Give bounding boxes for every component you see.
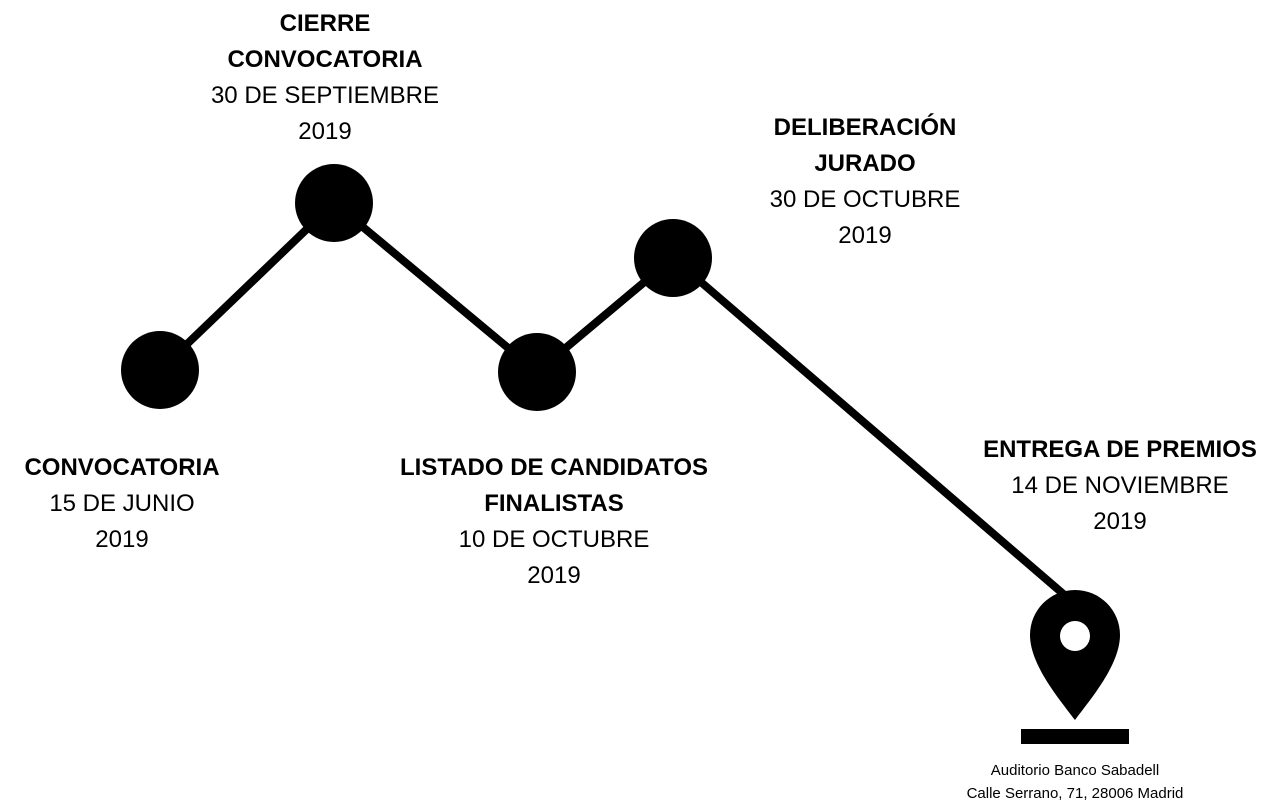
milestone-date: 30 DE SEPTIEMBRE bbox=[210, 82, 440, 109]
pin-base-bar bbox=[1021, 729, 1129, 744]
milestone-node-deliberacion bbox=[634, 219, 712, 297]
connector-cierre-listado bbox=[330, 199, 541, 376]
milestone-title: CIERRE CONVOCATORIA bbox=[227, 10, 423, 73]
venue-info: Auditorio Banco Sabadell Calle Serrano, … bbox=[900, 759, 1250, 805]
milestone-node-cierre bbox=[295, 164, 373, 242]
milestone-node-convocatoria bbox=[121, 331, 199, 409]
milestone-deliberacion: DELIBERACIÓN JURADO 30 DE OCTUBRE 2019 bbox=[740, 110, 990, 254]
milestone-year: 2019 bbox=[1093, 508, 1147, 535]
venue-address: Calle Serrano, 71, 28006 Madrid bbox=[966, 785, 1184, 802]
milestone-title: CONVOCATORIA bbox=[24, 454, 220, 481]
milestone-date: 30 DE OCTUBRE bbox=[769, 186, 961, 213]
connector-deliberacion-entrega bbox=[669, 254, 1072, 602]
milestone-date: 10 DE OCTUBRE bbox=[458, 526, 650, 553]
milestone-year: 2019 bbox=[838, 222, 892, 249]
milestone-title: ENTREGA DE PREMIOS bbox=[983, 436, 1257, 463]
milestone-entrega: ENTREGA DE PREMIOS 14 DE NOVIEMBRE 2019 bbox=[955, 432, 1285, 540]
map-pin-icon bbox=[1030, 590, 1120, 720]
milestone-listado: LISTADO DE CANDIDATOS FINALISTAS 10 DE O… bbox=[370, 450, 738, 594]
milestone-title: LISTADO DE CANDIDATOS FINALISTAS bbox=[399, 454, 708, 517]
venue-name: Auditorio Banco Sabadell bbox=[990, 762, 1160, 779]
milestone-node-listado bbox=[498, 333, 576, 411]
milestone-year: 2019 bbox=[95, 526, 149, 553]
milestone-cierre: CIERRE CONVOCATORIA 30 DE SEPTIEMBRE 201… bbox=[180, 6, 470, 150]
milestone-year: 2019 bbox=[298, 118, 352, 145]
milestone-title: DELIBERACIÓN JURADO bbox=[773, 114, 957, 177]
milestone-date: 15 DE JUNIO bbox=[49, 490, 195, 517]
milestone-convocatoria: CONVOCATORIA 15 DE JUNIO 2019 bbox=[0, 450, 244, 558]
connector-convocatoria-cierre bbox=[156, 199, 338, 374]
milestone-date: 14 DE NOVIEMBRE bbox=[1011, 472, 1229, 499]
milestone-year: 2019 bbox=[527, 562, 581, 589]
